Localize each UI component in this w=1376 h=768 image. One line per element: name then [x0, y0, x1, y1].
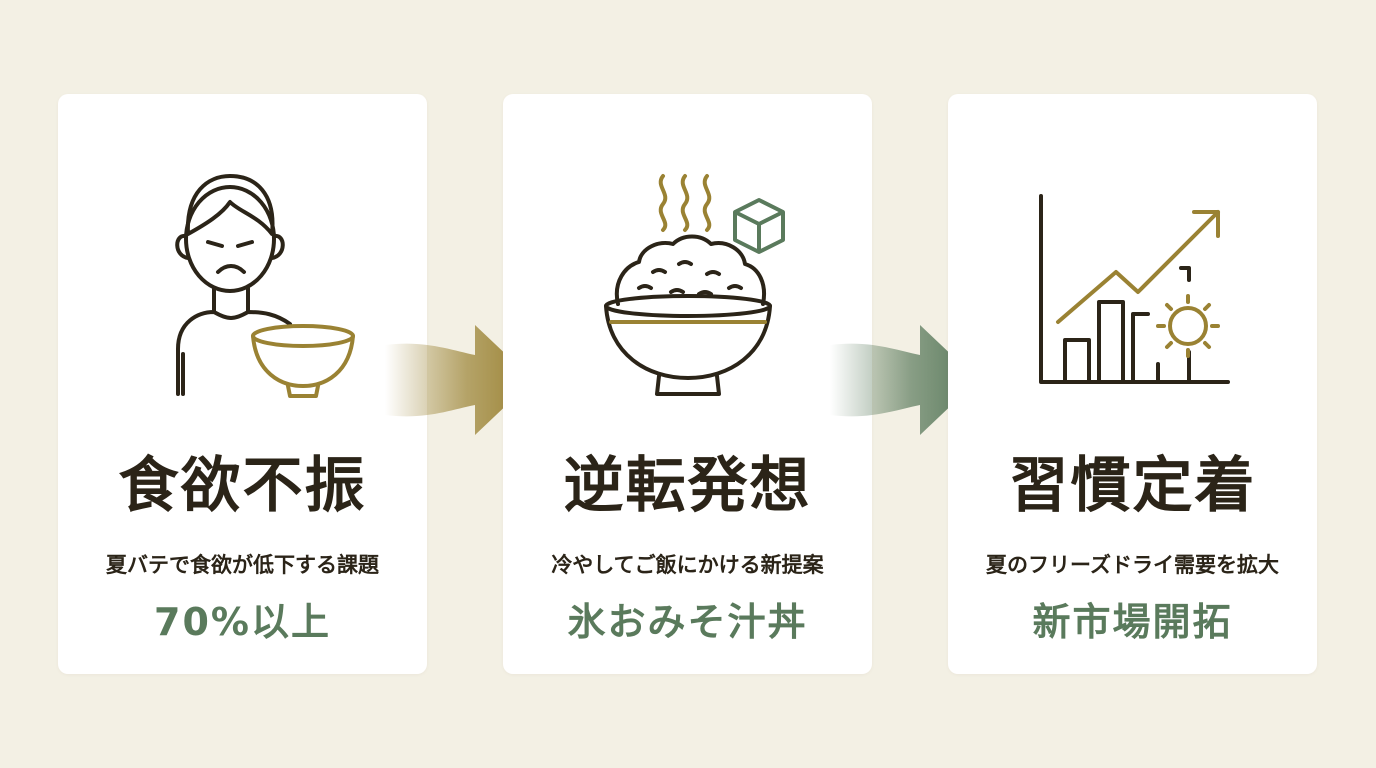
step-card-habit-established: 習慣定着 夏のフリーズドライ需要を拡大 新市場開拓 [948, 94, 1317, 674]
step-subtitle: 夏バテで食欲が低下する課題 [106, 553, 379, 577]
step-highlight: 70%以上 [154, 600, 331, 644]
step-card-appetite-loss: 食欲不振 夏バテで食欲が低下する課題 70%以上 [58, 94, 427, 674]
step-title: 習慣定着 [1008, 451, 1257, 521]
growth-chart-with-sun-icon [1039, 194, 1230, 384]
step-title: 食欲不振 [118, 451, 367, 521]
step-title: 逆転発想 [563, 451, 812, 521]
green-arrow-icon [830, 325, 978, 435]
step-highlight: 氷おみそ汁丼 [567, 600, 808, 644]
gold-arrow-icon [385, 325, 533, 435]
person-with-bowl-icon [175, 174, 355, 398]
rice-bowl-with-steam-and-ice-cube-icon [604, 174, 785, 396]
step-highlight: 新市場開拓 [1032, 600, 1233, 644]
step-subtitle: 夏のフリーズドライ需要を拡大 [986, 553, 1279, 577]
step-subtitle: 冷やしてご飯にかける新提案 [551, 553, 824, 577]
step-card-reverse-idea: 逆転発想 冷やしてご飯にかける新提案 氷おみそ汁丼 [503, 94, 872, 674]
